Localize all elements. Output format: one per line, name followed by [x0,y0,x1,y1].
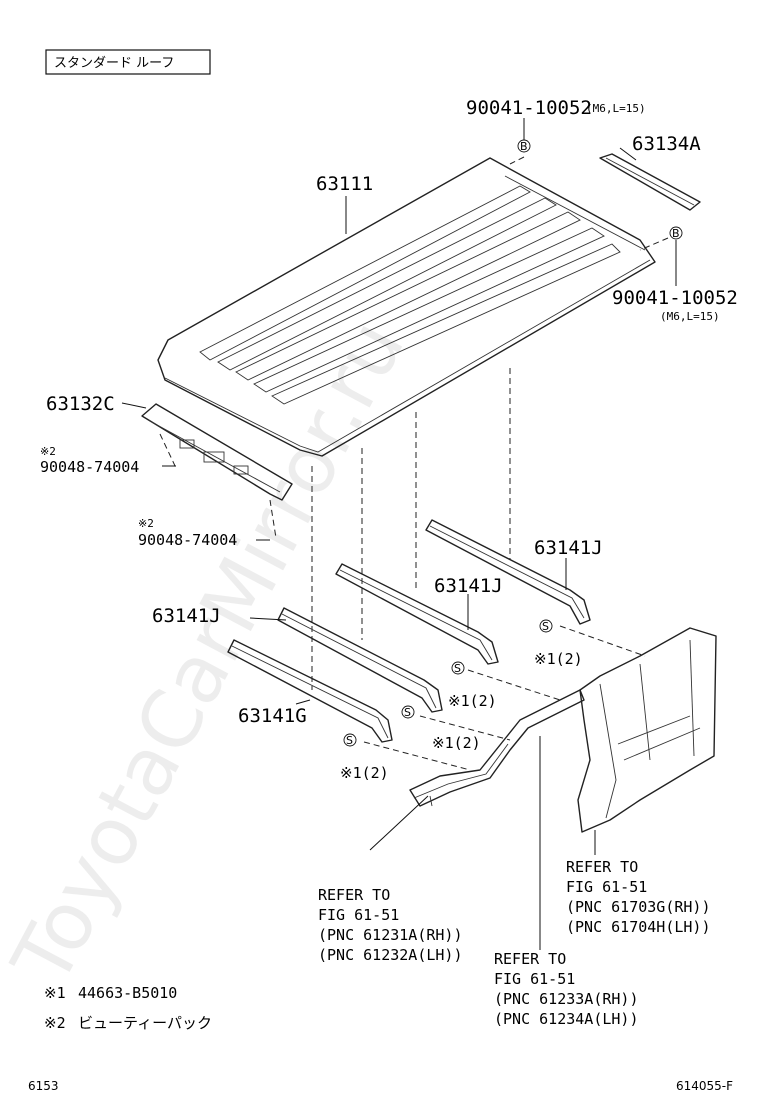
label-clip-2: 90048-74004 [138,531,237,549]
label-bolt-top-spec: (M6,L=15) [586,102,646,115]
title-box: スタンダード ルーフ [45,49,211,75]
screw-marker-4: S [343,733,357,747]
svg-text:(PNC 61234A(LH)): (PNC 61234A(LH)) [494,1010,639,1028]
svg-text:(PNC 61232A(LH)): (PNC 61232A(LH)) [318,946,463,964]
side-panel [577,627,717,833]
label-clip-1-mark: ※2 [40,445,56,458]
bolt-marker-right: B [669,226,683,240]
side-rail-lower [409,689,585,807]
guide-lines [159,156,669,771]
note-2-text: ビューティーパック [78,1014,212,1032]
screw-marker-1: S [539,619,553,633]
leader-lines [121,118,677,950]
reference-block-2: REFER TO FIG 61-51 (PNC 61233A(RH)) (PNC… [494,950,639,1028]
roof-bow-1 [425,519,591,625]
svg-text:(PNC 61704H(LH)): (PNC 61704H(LH)) [566,918,711,936]
screw-note-4: ※1(2) [340,764,389,782]
svg-text:(PNC 61233A(RH)): (PNC 61233A(RH)) [494,990,639,1008]
footer-right: 614055-F [676,1079,733,1093]
svg-text:S: S [454,662,461,675]
svg-text:FIG 61-51: FIG 61-51 [494,970,575,988]
label-bolt-right: 90041-10052 [612,287,738,309]
svg-text:B: B [672,227,680,240]
svg-text:S: S [346,734,353,747]
screw-marker-3: S [401,705,415,719]
svg-text:FIG 61-51: FIG 61-51 [566,878,647,896]
note-1-text: 44663-B5010 [78,984,177,1002]
svg-text:(PNC 61231A(RH)): (PNC 61231A(RH)) [318,926,463,944]
roof-bow-3 [277,607,443,713]
roof-rail-rear [599,153,701,211]
screw-note-3: ※1(2) [432,734,481,752]
label-roof-rail-front: 63132C [46,393,115,415]
svg-text:S: S [404,706,411,719]
label-bow-3: 63141J [152,605,221,627]
svg-text:S: S [542,620,549,633]
roof-rail-front [141,403,293,501]
note-2-mark: ※2 [44,1014,66,1032]
label-bow-2: 63141J [434,575,503,597]
label-bow-1: 63141J [534,537,603,559]
footer-left: 6153 [28,1079,59,1093]
label-bolt-top: 90041-10052 [466,97,592,119]
svg-text:B: B [520,140,528,153]
label-roof-rail-rear: 63134A [632,133,701,155]
screw-note-1: ※1(2) [534,650,583,668]
svg-text:REFER TO: REFER TO [566,858,638,876]
label-roof-panel: 63111 [316,173,373,195]
title-text: スタンダード ルーフ [54,56,174,71]
screw-note-2: ※1(2) [448,692,497,710]
label-bolt-right-spec: (M6,L=15) [660,310,720,323]
reference-block-3: REFER TO FIG 61-51 (PNC 61703G(RH)) (PNC… [566,858,711,936]
screw-marker-2: S [451,661,465,675]
reference-block-1: REFER TO FIG 61-51 (PNC 61231A(RH)) (PNC… [318,886,463,964]
note-1-mark: ※1 [44,984,66,1002]
svg-text:FIG 61-51: FIG 61-51 [318,906,399,924]
label-clip-2-mark: ※2 [138,517,154,530]
roof-bow-4 [227,639,393,743]
label-clip-1: 90048-74004 [40,458,139,476]
svg-text:REFER TO: REFER TO [318,886,390,904]
svg-text:REFER TO: REFER TO [494,950,566,968]
bolt-marker-top: B [517,139,531,153]
roof-panel [157,157,656,457]
roof-bow-2 [335,563,499,665]
svg-text:(PNC 61703G(RH)): (PNC 61703G(RH)) [566,898,711,916]
footnotes: ※1 44663-B5010 ※2 ビューティーパック [44,984,212,1032]
label-bow-4: 63141G [238,705,307,727]
